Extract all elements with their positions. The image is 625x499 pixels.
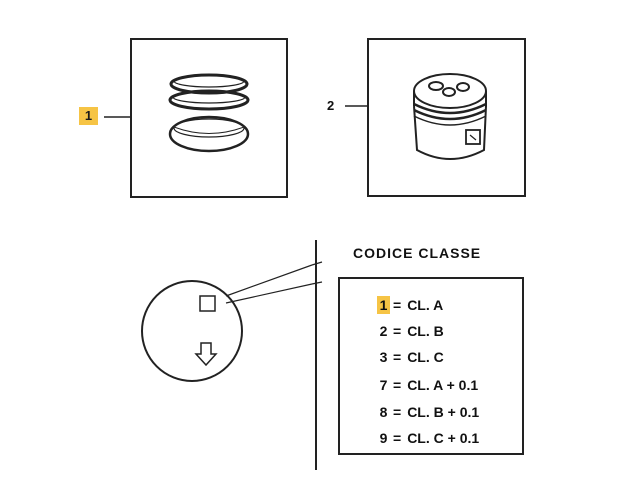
legend-equals: = — [393, 323, 402, 339]
legend-title: CODICE CLASSE — [353, 245, 482, 261]
legend-value: CL. A — [407, 297, 444, 313]
piston-ring-top — [169, 73, 249, 95]
class-code-legend: 1=CL. A 2=CL. B 3=CL. C 7=CL. A + 0.1 8=… — [338, 277, 524, 455]
arrow-down-icon — [194, 342, 218, 367]
legend-code: 8 — [379, 404, 388, 420]
callout-part-2[interactable]: 2 — [327, 98, 335, 113]
class-mark-detail-view — [141, 261, 323, 382]
legend-equals: = — [393, 349, 402, 365]
callout-part-1[interactable]: 1 — [79, 107, 98, 125]
piston-rings-panel[interactable] — [130, 38, 288, 198]
legend-value: CL. C + 0.1 — [407, 430, 480, 446]
legend-row: 3 = CL. C — [377, 348, 444, 366]
legend-equals: = — [393, 404, 402, 420]
legend-row: 1= CL. A — [377, 296, 443, 314]
legend-value: CL. A + 0.1 — [407, 377, 479, 393]
piston-panel[interactable] — [367, 38, 526, 197]
class-code-marking — [199, 295, 216, 312]
legend-value: CL. C — [407, 349, 444, 365]
legend-code-highlighted[interactable]: 1 — [377, 296, 390, 314]
piston-ring-oil — [168, 115, 250, 153]
legend-equals: = — [393, 430, 402, 446]
legend-value: CL. B — [407, 323, 444, 339]
legend-row: 9 = CL. C + 0.1 — [377, 429, 480, 447]
legend-equals: = — [393, 297, 402, 313]
legend-code: 3 — [379, 349, 388, 365]
legend-row: 7 = CL. A + 0.1 — [377, 376, 479, 394]
piston-body — [413, 73, 487, 160]
legend-row: 8 = CL. B + 0.1 — [377, 403, 480, 421]
legend-equals: = — [393, 377, 402, 393]
legend-code: 9 — [379, 430, 388, 446]
legend-value: CL. B + 0.1 — [407, 404, 480, 420]
piston-ring-middle — [168, 89, 250, 111]
legend-code: 2 — [379, 323, 388, 339]
legend-code: 7 — [379, 377, 388, 393]
legend-row: 2 = CL. B — [377, 322, 444, 340]
